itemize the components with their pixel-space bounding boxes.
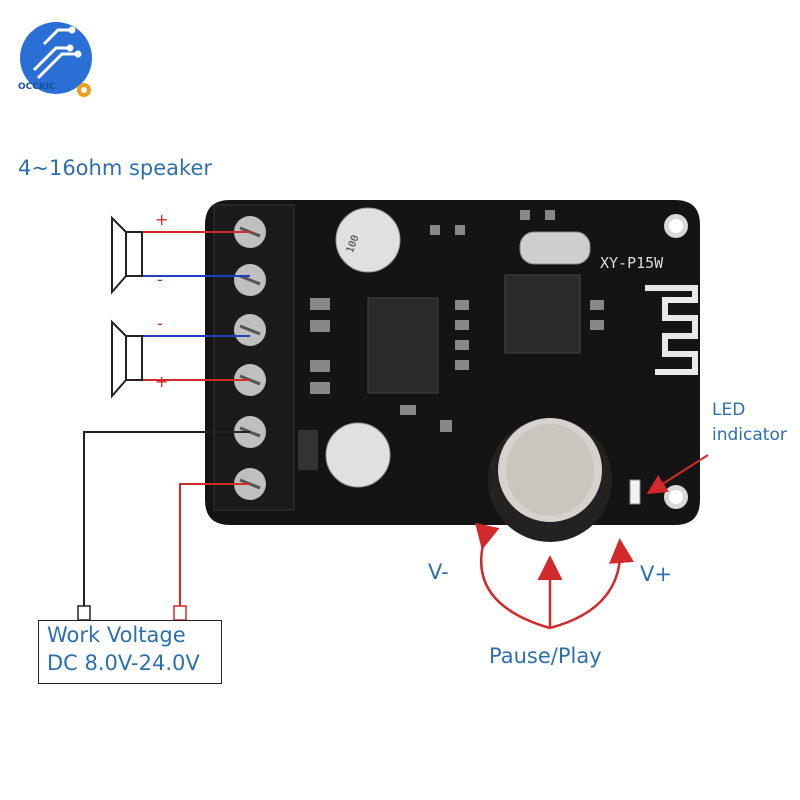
- bluetooth-chip: [504, 274, 581, 354]
- amplifier-chip: [367, 297, 439, 394]
- polarity-plus-bottom: +: [155, 372, 169, 391]
- polarity-minus-bottom: -: [157, 314, 163, 333]
- led-label-line1: LED: [712, 400, 746, 420]
- led-pointer-arrow: [646, 454, 709, 495]
- board-model: XY-P15W: [600, 254, 664, 272]
- smd-components: [298, 210, 604, 470]
- work-voltage-box: Work Voltage DC 8.0V-24.0V: [38, 620, 222, 684]
- polarity-plus-top: +: [155, 210, 169, 229]
- speaker-title: 4~16ohm speaker: [18, 156, 212, 180]
- voltage-range-label: DC 8.0V-24.0V: [47, 651, 200, 675]
- terminal-block: [213, 204, 295, 511]
- power-wires: [77, 431, 250, 621]
- logo-text: OCCKIC: [18, 82, 56, 92]
- led-indicator: [629, 479, 641, 505]
- volume-down-label: V-: [428, 560, 449, 584]
- speaker-wires: [142, 231, 250, 381]
- capacitor-top: 100: [335, 207, 401, 273]
- volume-up-label: V+: [640, 562, 672, 586]
- potentiometer-knob: [488, 418, 612, 542]
- rotation-arrows: [475, 522, 634, 630]
- pause-play-label: Pause/Play: [489, 644, 602, 668]
- led-label-line2: indicator: [712, 425, 787, 445]
- polarity-minus-top: -: [157, 270, 163, 289]
- work-voltage-label: Work Voltage: [47, 623, 186, 647]
- antenna-trace: [645, 285, 698, 375]
- speaker-icon-top: [111, 215, 143, 295]
- capacitor-bottom: [325, 422, 391, 488]
- crystal-oscillator: [519, 231, 591, 265]
- speaker-icon-bottom: [111, 319, 143, 399]
